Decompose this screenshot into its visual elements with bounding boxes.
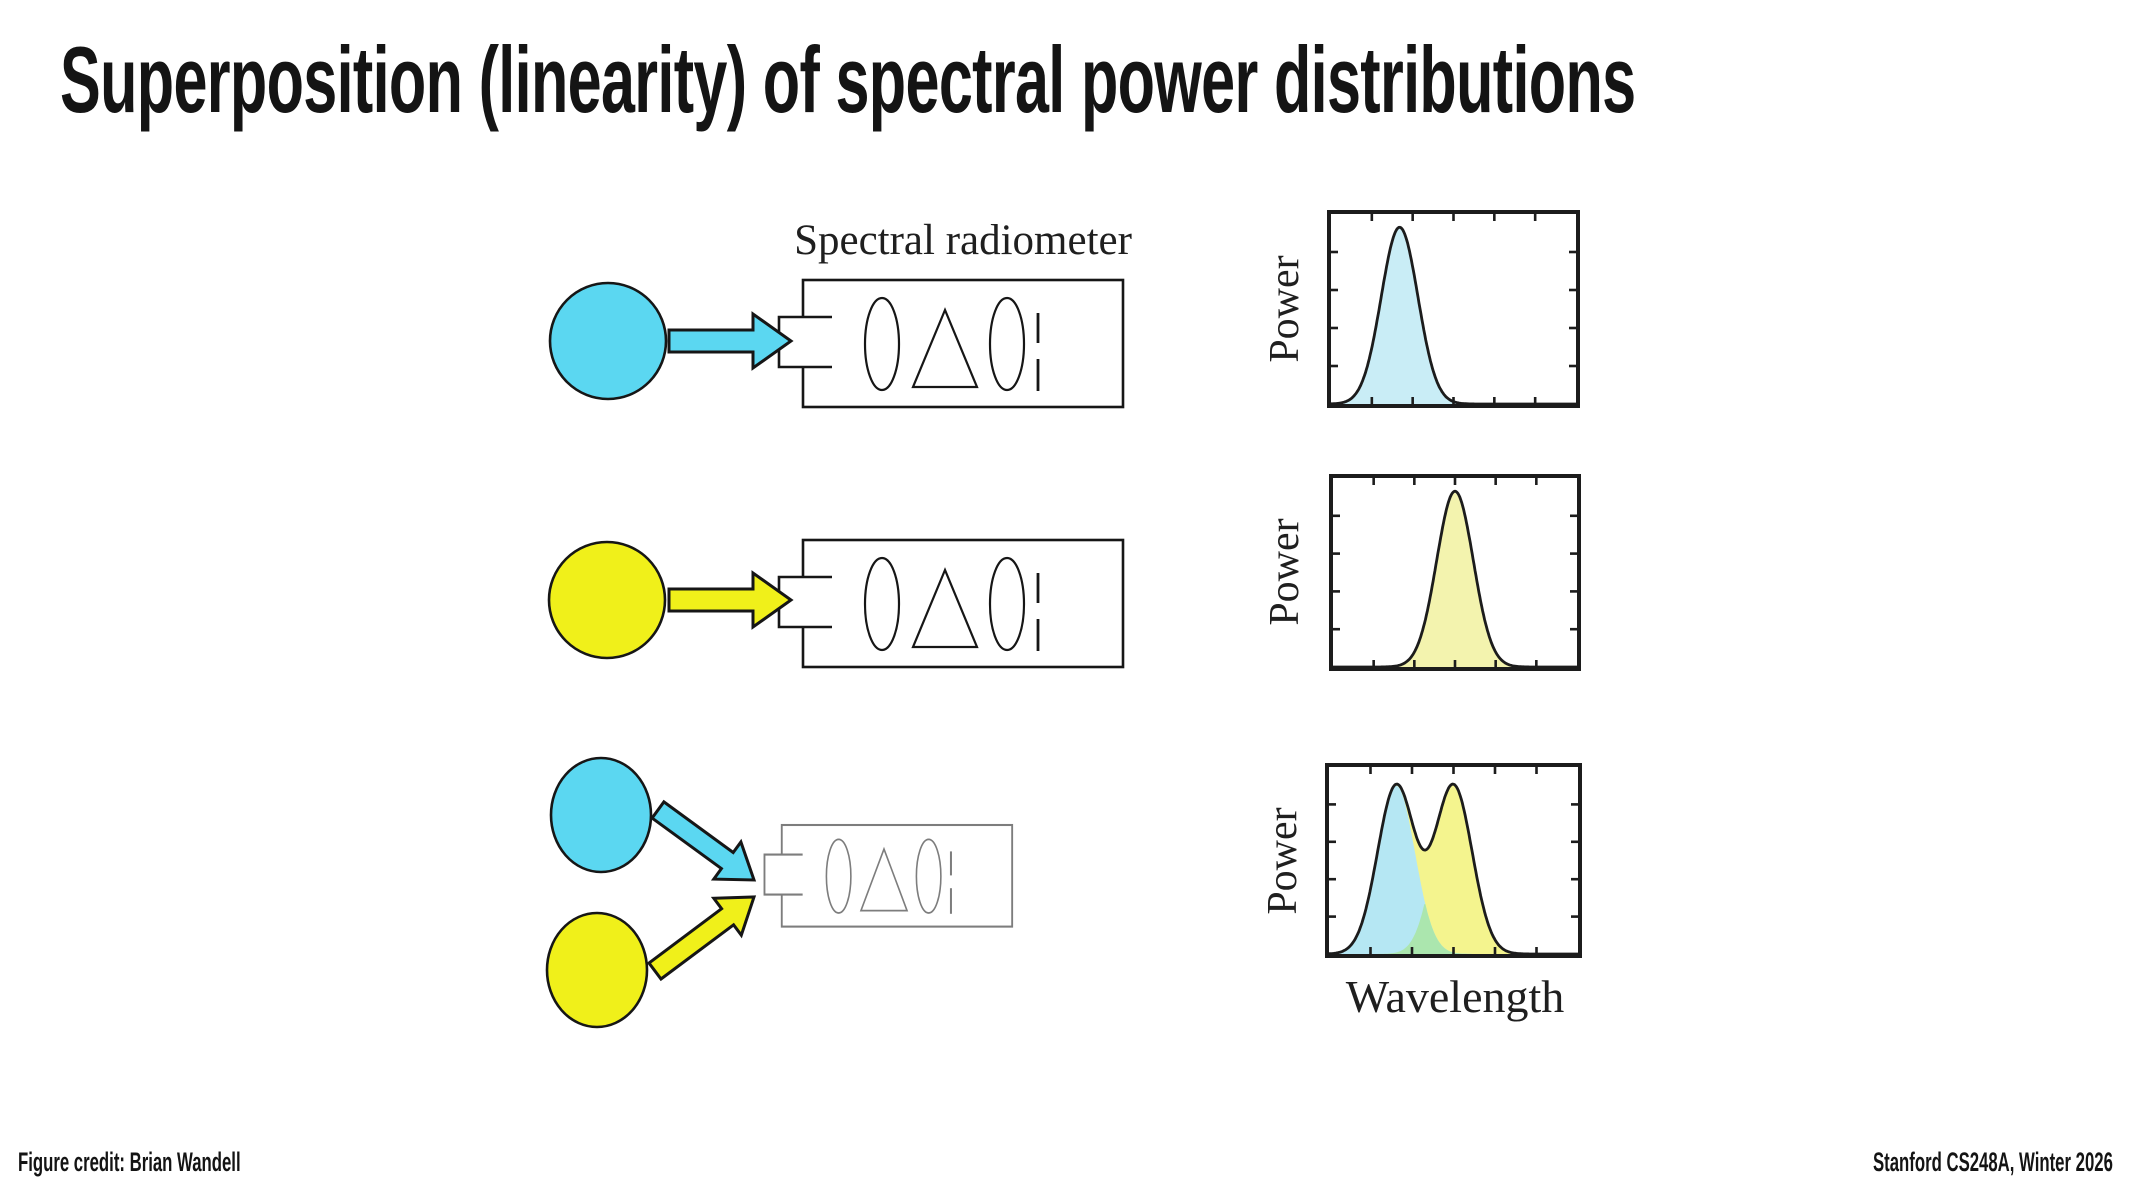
- radiometer-title-label: Spectral radiometer: [794, 217, 1132, 264]
- cyan-light-source-1: [548, 281, 668, 401]
- lens-icon: [988, 556, 1026, 652]
- lens-icon: [863, 556, 901, 652]
- yellow-light-arrow-2: [646, 895, 757, 982]
- axis-ticks: [1331, 214, 1576, 404]
- spd-plot-sum: [1325, 763, 1582, 958]
- wavelength-axis-label: Wavelength: [1345, 971, 1565, 1022]
- course-credit: Stanford CS248A, Winter 2026: [1873, 1147, 2113, 1177]
- lens-icon: [863, 296, 901, 392]
- spectral-radiometer-1: [777, 278, 1125, 409]
- slide-title: Superposition (linearity) of spectral po…: [60, 27, 1636, 132]
- axis-ticks: [1333, 478, 1577, 667]
- prism-icon: [911, 567, 979, 649]
- spd-area: [1331, 227, 1576, 404]
- entrance-slit: [763, 853, 803, 896]
- yellow-light-arrow-1: [667, 570, 794, 630]
- plot-frame: [1327, 210, 1580, 408]
- plot-frame: [1325, 763, 1582, 958]
- lens-icon: [825, 838, 852, 914]
- prism-icon: [911, 307, 979, 389]
- spectral-radiometer-3: [763, 823, 1014, 928]
- spd-plot-cyan: [1327, 210, 1580, 408]
- prism-icon: [859, 846, 909, 912]
- power-axis-label-2: Power: [1262, 518, 1308, 626]
- cyan-light-arrow-2: [650, 799, 757, 882]
- cyan-light-arrow-1: [667, 311, 794, 371]
- entrance-slit-opening: [764, 855, 802, 894]
- figure-credit: Figure credit: Brian Wandell: [18, 1147, 241, 1177]
- lens-icon: [915, 838, 942, 914]
- power-axis-label-1: Power: [1262, 255, 1308, 363]
- spd-plot-yellow: [1329, 474, 1581, 671]
- cyan-light-source-2: [549, 756, 653, 874]
- yellow-light-source-2: [545, 911, 649, 1029]
- spd-area: [1333, 491, 1577, 667]
- plot-frame: [1329, 474, 1581, 671]
- axis-ticks: [1329, 767, 1578, 954]
- power-axis-label-3: Power: [1260, 807, 1306, 915]
- yellow-light-source-1: [547, 540, 667, 660]
- radiometer-box: [780, 823, 1014, 928]
- spd-area-cyan: [1329, 785, 1578, 954]
- radiometer-box: [801, 278, 1125, 409]
- lens-icon: [988, 296, 1026, 392]
